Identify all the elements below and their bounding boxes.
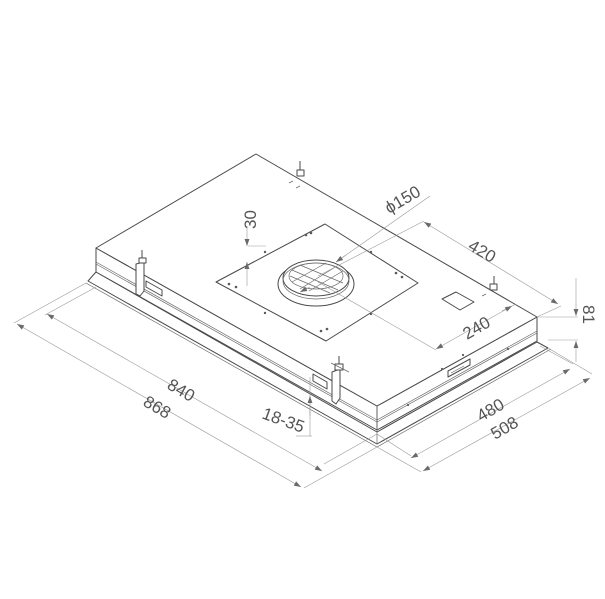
clamp-bracket-front — [330, 356, 350, 405]
dim-duct-240 — [317, 281, 517, 351]
clamp-bracket-left — [135, 250, 147, 297]
dim-duct-420 — [317, 220, 562, 318]
left-side-cutout — [145, 280, 163, 297]
dim-duct-diameter — [299, 195, 431, 293]
label-duct-diameter: ϕ150 — [382, 182, 424, 217]
label-plate-30: 30 — [241, 210, 260, 229]
label-inner-width: 840 — [164, 375, 198, 406]
label-outer-width: 868 — [140, 392, 174, 423]
duct-outlet — [277, 259, 355, 307]
dim-plate-30 — [244, 228, 266, 286]
label-duct-420: 420 — [465, 236, 499, 267]
dim-panel-thickness — [296, 377, 313, 437]
grille-icon — [289, 262, 344, 294]
label-panel-thickness: 18-35 — [260, 404, 307, 437]
dim-height — [537, 278, 579, 362]
label-body-height: 81 — [579, 305, 598, 324]
dim-length — [13, 282, 378, 489]
clamp-bracket-back — [288, 161, 305, 189]
dim-depth — [376, 345, 593, 473]
